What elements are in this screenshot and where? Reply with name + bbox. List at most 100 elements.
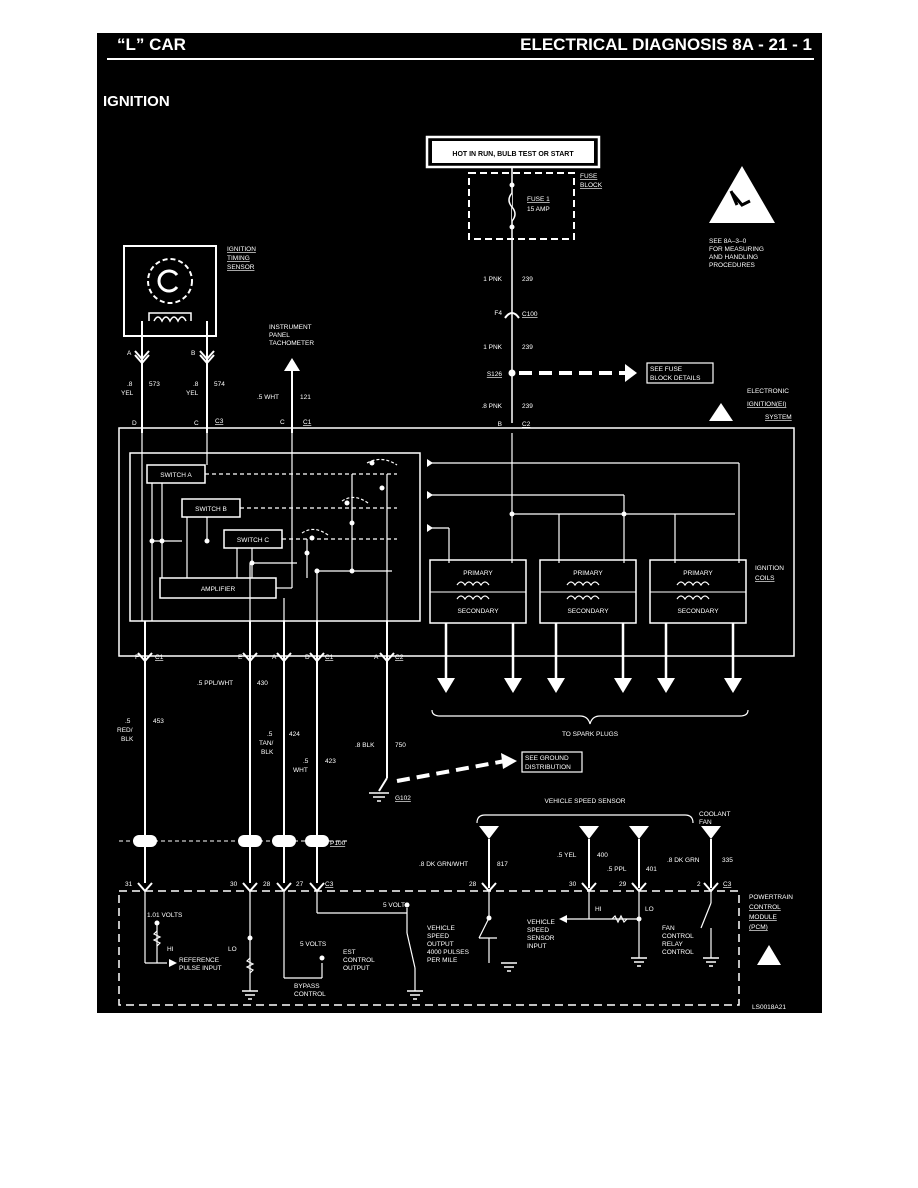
power-source-label: HOT IN RUN, BULB TEST OR START [452, 151, 574, 158]
pcm-est-2: CONTROL [343, 957, 375, 964]
pin-c: C [194, 420, 199, 427]
tach-pin-c: C [280, 419, 285, 426]
spark-plug-leads [444, 623, 735, 678]
sensor-pin-a: A [127, 350, 132, 357]
section-title: IGNITION [103, 93, 170, 110]
w574-num: 574 [214, 381, 225, 388]
pcm-5v-b: 5 VOLTS [300, 941, 327, 948]
pcm-outline [118, 890, 740, 1006]
c1-c2-connectors [137, 652, 395, 663]
w400-label: .5 YEL [557, 852, 577, 859]
w121-label: .5 WHT [257, 394, 279, 401]
pcm-pin-connectors [137, 882, 719, 893]
pcm-pin-28b: 28 [469, 881, 477, 888]
sensor-pin-b-connector [199, 350, 215, 365]
sensor-reluctor-core [157, 269, 179, 293]
g102-label: G102 [395, 795, 411, 802]
pcm-vsso-2: SPEED [427, 933, 449, 940]
wire-pnk3-label: .8 PNK [481, 403, 502, 410]
sensor-pin-a-connector [134, 350, 150, 365]
w573-size: .8 [127, 381, 133, 388]
c100-connector [504, 312, 520, 319]
w424-num: 424 [289, 731, 300, 738]
pcm-label-4: (PCM) [749, 924, 768, 931]
c1-label-a: C1 [155, 654, 164, 661]
sensor-label-3: SENSOR [227, 264, 255, 271]
header-right: ELECTRICAL DIAGNOSIS 8A - 21 - 1 [520, 35, 812, 54]
sensor-label-2: TIMING [227, 255, 250, 262]
w335-num: 335 [722, 857, 733, 864]
see-ground-dashed-line [396, 759, 506, 783]
switch-a-label: SWITCH A [160, 472, 192, 479]
pcm-internal-wiring [144, 891, 712, 991]
connector-c1-top: C1 [303, 419, 312, 426]
c2-label: C2 [395, 654, 404, 661]
coil3-secondary: SECONDARY [677, 608, 719, 615]
wire-pnk2-num: 239 [522, 344, 533, 351]
pcm-pin-2: 2 [697, 881, 701, 888]
w453-size: .5 [125, 718, 131, 725]
pcm-5v-a: 5 VOLTS [383, 902, 410, 909]
wire-pnk3-num: 239 [522, 403, 533, 410]
w121-num: 121 [300, 394, 311, 401]
tach-arrow [284, 358, 300, 371]
splice-s126 [508, 369, 516, 377]
pcm-vsso-1: VEHICLE [427, 925, 455, 932]
connector-c2-top: C2 [522, 421, 531, 428]
wire-pnk1-num: 239 [522, 276, 533, 283]
w453-color: RED/ [117, 727, 133, 734]
pcm-vsso-4: 4000 PULSES [427, 949, 470, 956]
pcm-pin-29: 29 [619, 881, 627, 888]
eis-esd-icon [709, 403, 733, 421]
g102-ground-symbol [369, 792, 389, 802]
pcm-vssi-4: INPUT [527, 943, 547, 950]
coil1-secondary: SECONDARY [457, 608, 499, 615]
pcm-1v: 1.01 VOLTS [147, 912, 183, 919]
sensor-coil [148, 312, 192, 323]
vss-brace [476, 814, 694, 824]
w423-size: .5 [303, 758, 309, 765]
pcm-junctions [154, 902, 642, 967]
switch-b-label: SWITCH B [195, 506, 227, 513]
pcm-fan-2: CONTROL [662, 933, 694, 940]
fuse-symbol [508, 192, 516, 222]
see-fuse-arrow [625, 364, 637, 382]
pcm-pin-28a: 28 [263, 881, 271, 888]
w401-label: .5 PPL [607, 866, 627, 873]
switch-contacts [301, 458, 398, 536]
power-source-inner [432, 141, 594, 163]
header-rule [107, 58, 814, 60]
ignition-timing-sensor [123, 245, 217, 337]
eis-label-2: IGNITION(EI) [747, 401, 786, 408]
splice-s126-label: S126 [487, 371, 503, 378]
vss-label: VEHICLE SPEED SENSOR [545, 798, 626, 805]
vss-wires [488, 839, 712, 888]
header-left: “L” CAR [117, 35, 186, 54]
w424-size: .5 [267, 731, 273, 738]
w817-label: .8 DK GRN/WHT [419, 861, 468, 868]
wire-pnk1-label: 1 PNK [483, 276, 502, 283]
w817-num: 817 [497, 861, 508, 868]
see-ground-box [521, 751, 583, 773]
pcm-vsso-3: OUTPUT [427, 941, 454, 948]
w573-num: 573 [149, 381, 160, 388]
pcm-pin-30a: 30 [230, 881, 238, 888]
coolant-label-2: FAN [699, 819, 712, 826]
g102-wire [378, 777, 388, 792]
pcm-vsso-5: PER MILE [427, 957, 458, 964]
fuse-node-bottom [509, 224, 515, 230]
pcm-hi-1: HI [167, 946, 174, 953]
eis-module-outline [118, 427, 795, 657]
w335-label: .8 DK GRN [667, 857, 700, 864]
ignition-coil-2: PRIMARY SECONDARY [539, 559, 637, 624]
fuse-rating: 15 AMP [527, 206, 550, 213]
module-internal-wiring [141, 433, 397, 623]
fuse-block-outline [468, 172, 575, 240]
sensor-pin-b: B [191, 350, 195, 357]
c1-pin-f: F [135, 654, 139, 661]
pcm-c3-label-b: C3 [723, 881, 732, 888]
c1-pin-e: E [238, 654, 243, 661]
connector-f4: F4 [494, 310, 502, 317]
sensor-label-1: IGNITION [227, 246, 256, 253]
pcm-vssi-2: SPEED [527, 927, 549, 934]
